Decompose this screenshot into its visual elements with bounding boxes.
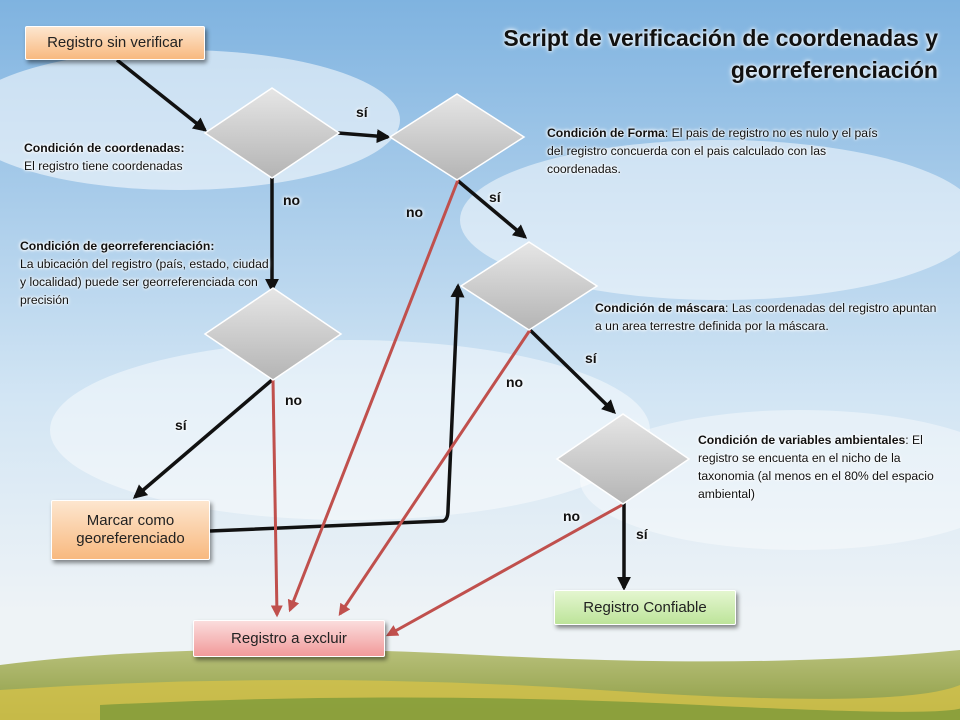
diamond-env — [555, 413, 691, 505]
diamond-mask — [459, 241, 599, 331]
node-mark-georef: Marcar como georeferenciado — [51, 500, 210, 560]
diamond-form — [388, 93, 526, 181]
label-form-no: no — [406, 204, 424, 220]
note-form-text: El pais de registro no es nulo y el país… — [547, 126, 878, 176]
arrow-georef-yes — [132, 378, 274, 499]
note-env: Condición de variables ambientales: El r… — [698, 433, 934, 501]
arrow-mask-yes — [528, 328, 617, 414]
arrow-form-yes — [455, 178, 528, 239]
diamond-coordinates — [203, 87, 341, 179]
label-env-yes: sí — [636, 526, 648, 542]
note-coordinates: Condición de coordenadas: El registro ti… — [24, 141, 185, 173]
label-mask-yes: sí — [585, 350, 597, 366]
label-env-no: no — [563, 508, 581, 524]
arrow-start-to-coordinates — [115, 58, 208, 132]
note-georef-text: La ubicación del registro (país, estado,… — [20, 257, 269, 307]
label-georef-no: no — [285, 392, 303, 408]
label-mask-no: no — [506, 374, 524, 390]
node-start: Registro sin verificar — [25, 26, 205, 60]
note-georef-name: Condición de georreferenciación — [20, 239, 211, 253]
note-env-text: El registro se encuenta en el nicho de l… — [698, 433, 934, 501]
node-exclude: Registro a excluir — [193, 620, 385, 657]
page-title: Script de verificación de coordenadas y … — [503, 25, 938, 83]
label-form-yes: sí — [489, 189, 501, 205]
arrow-env-no — [385, 503, 623, 637]
note-mask-name: Condición de máscara — [595, 301, 726, 315]
arrow-coordinates-yes — [337, 129, 391, 144]
note-coordinates-text: El registro tiene coordenadas — [24, 159, 183, 173]
note-form-name: Condición de Forma — [547, 126, 665, 140]
node-reliable: Registro Confiable — [554, 590, 736, 625]
diamond-georef — [203, 287, 343, 381]
note-georef: Condición de georreferenciación: La ubic… — [20, 239, 269, 307]
arrow-georef-no — [270, 379, 283, 618]
note-mask: Condición de máscara: Las coordenadas de… — [595, 301, 937, 333]
arrow-mask-no — [338, 329, 532, 616]
note-mask-text: Las coordenadas del registro apuntan a u… — [595, 301, 937, 333]
note-coordinates-name: Condición de coordenadas — [24, 141, 181, 155]
label-coordinates-no: no — [283, 192, 301, 208]
arrow-form-no — [287, 179, 460, 613]
arrow-mark-to-mask — [209, 283, 465, 533]
label-coordinates-yes: sí — [356, 104, 368, 120]
note-env-name: Condición de variables ambientales — [698, 433, 906, 447]
note-form: Condición de Forma: El pais de registro … — [547, 126, 878, 176]
label-georef-yes: sí — [175, 417, 187, 433]
